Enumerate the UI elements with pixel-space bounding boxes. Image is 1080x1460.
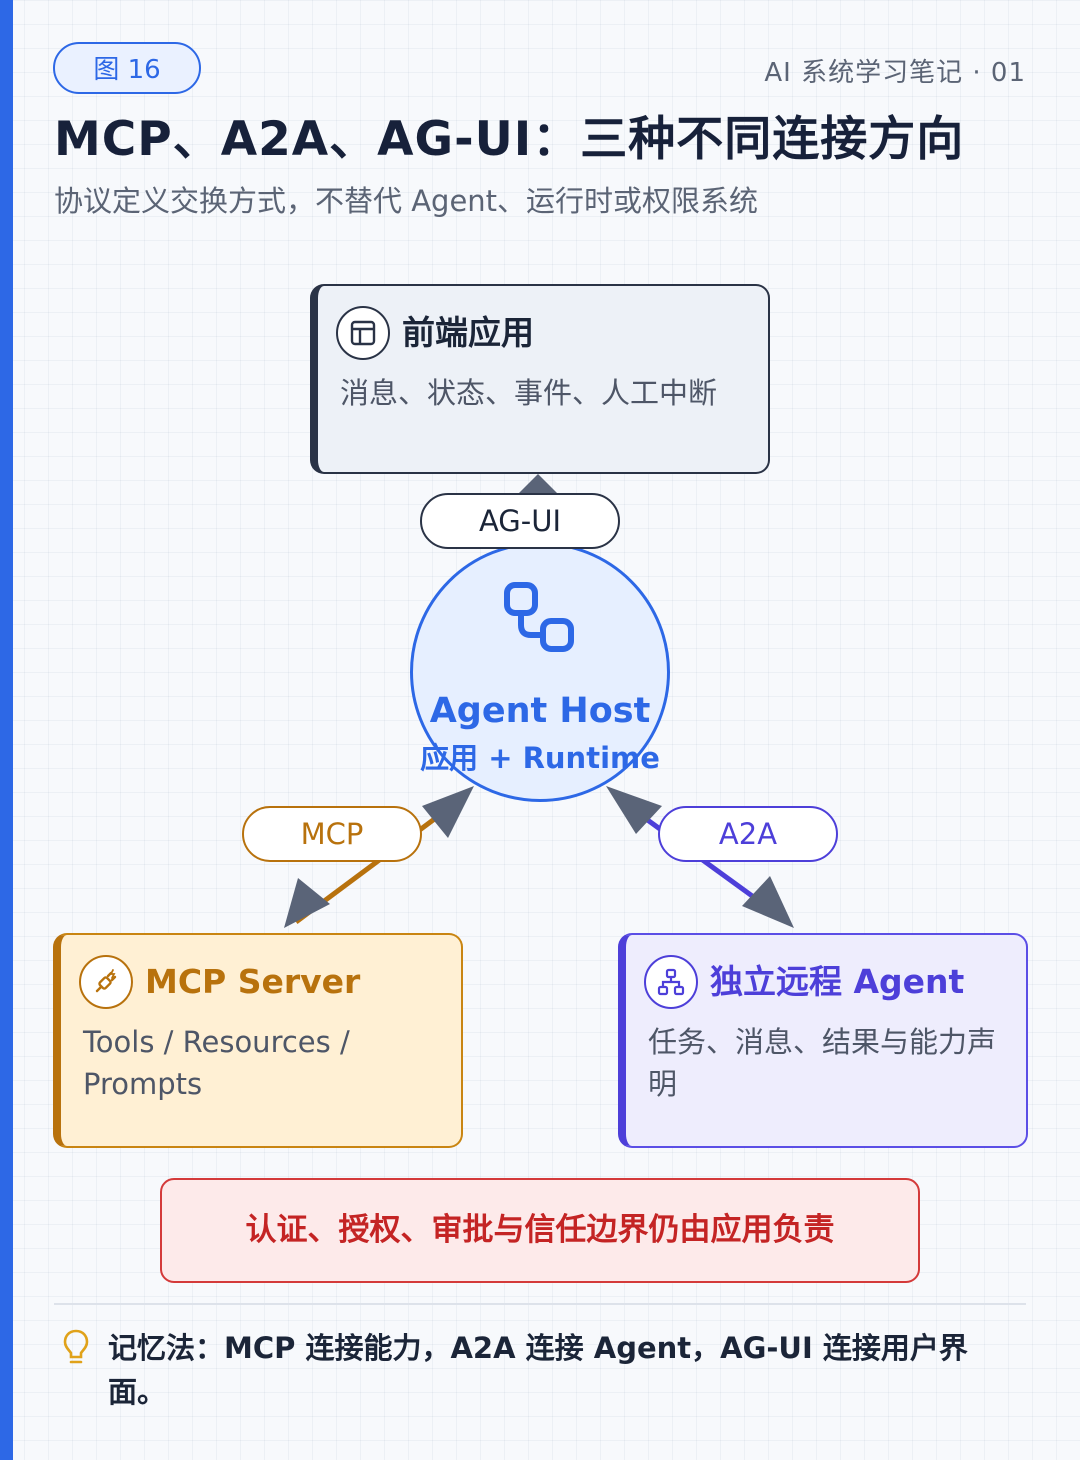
frontend-title: 前端应用 (402, 313, 534, 352)
page-subtitle: 协议定义交换方式，不替代 Agent、运行时或权限系统 (54, 184, 759, 218)
a2a-protocol-label: A2A (658, 806, 838, 862)
hierarchy-icon (644, 955, 698, 1009)
page-title: MCP、A2A、AG-UI：三种不同连接方向 (54, 112, 965, 167)
footer-divider (54, 1303, 1026, 1305)
lightbulb-icon (63, 1329, 89, 1364)
remote-agent-title: 独立远程 Agent (710, 962, 965, 1001)
figure-badge: 图 16 (53, 42, 201, 94)
frontend-description: 消息、状态、事件、人工中断 (340, 376, 718, 410)
series-label: AI 系统学习笔记 · 01 (764, 58, 1026, 88)
agent-host-hub: Agent Host 应用 + Runtime (410, 542, 670, 802)
link-nodes-icon (504, 582, 574, 652)
memo-text: 记忆法：MCP 连接能力，A2A 连接 Agent，AG-UI 连接用户界面。 (108, 1331, 968, 1409)
layout-icon (336, 306, 390, 360)
mcp-protocol-label: MCP (242, 806, 422, 862)
left-accent-bar (0, 0, 13, 1460)
mcp-server-title: MCP Server (145, 962, 361, 1001)
mcp-server-description: Tools / Resources / Prompts (83, 1025, 350, 1101)
plug-icon (79, 955, 133, 1009)
agui-protocol-label: AG-UI (420, 493, 620, 549)
mcp-server-node: MCP Server Tools / Resources / Prompts (53, 933, 463, 1148)
security-responsibility-banner: 认证、授权、审批与信任边界仍由应用负责 (160, 1178, 920, 1283)
remote-agent-node: 独立远程 Agent 任务、消息、结果与能力声明 (618, 933, 1028, 1148)
frontend-app-node: 前端应用 消息、状态、事件、人工中断 (310, 284, 770, 474)
hub-title: Agent Host (429, 691, 651, 731)
remote-agent-description: 任务、消息、结果与能力声明 (648, 1025, 997, 1101)
hub-subtitle: 应用 + Runtime (420, 741, 660, 775)
